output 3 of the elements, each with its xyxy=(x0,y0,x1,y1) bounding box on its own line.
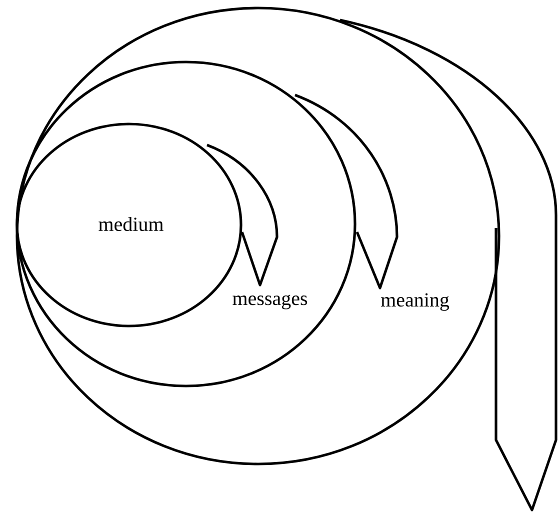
ring-label: medium xyxy=(98,216,164,232)
ring-label: meaning xyxy=(381,293,450,311)
ring-label: messages xyxy=(232,294,308,310)
